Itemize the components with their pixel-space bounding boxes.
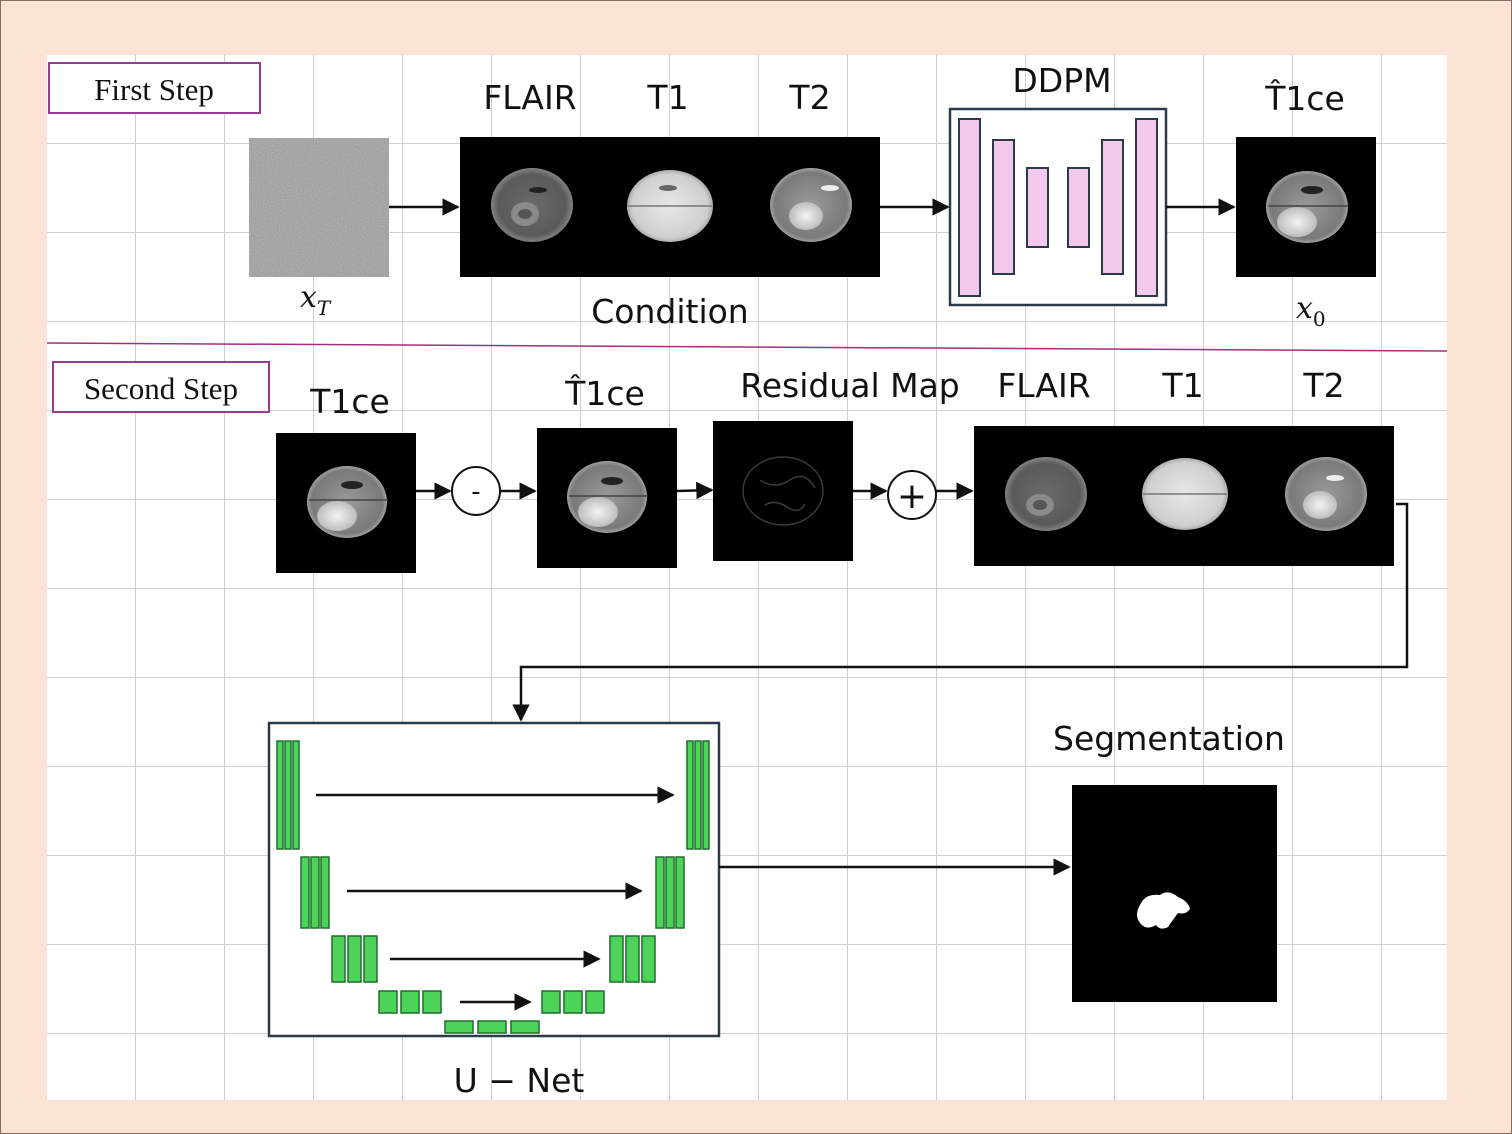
ddpm-block: [958, 118, 981, 297]
unet-block: [292, 740, 300, 850]
modality-flair-brain: [1005, 457, 1087, 531]
condition-t1-brain: [627, 170, 713, 242]
unet-block: [541, 990, 561, 1014]
unet-blocks: [276, 740, 710, 1034]
ddpm-block: [1101, 139, 1124, 275]
unet-block: [300, 856, 310, 929]
unet-block: [675, 856, 685, 929]
unet-skip-connections: [316, 786, 675, 1011]
residual-map-label: Residual Map: [740, 366, 960, 405]
second-step-label: Second Step: [84, 371, 238, 406]
ddpm-blocks: [958, 118, 1158, 297]
unet-block: [585, 990, 605, 1014]
unet-block: [400, 990, 420, 1014]
unet-block: [563, 990, 583, 1014]
unet-block: [284, 740, 292, 850]
minus-symbol: -: [471, 477, 480, 507]
condition-flair-label: FLAIR: [483, 78, 576, 117]
noise-texture: [249, 138, 389, 277]
unet-block: [702, 740, 710, 850]
unet-block: [331, 935, 346, 983]
unet-block: [477, 1020, 507, 1034]
second-step-section: Second Step T1ce - T̂1ce Residual Map: [52, 361, 1409, 1100]
unet-block: [655, 856, 665, 929]
modality-t1-label: T1: [1161, 366, 1203, 405]
modality-t1-brain: [1142, 458, 1228, 530]
plus-symbol: +: [897, 476, 927, 517]
generated-brain: [567, 461, 648, 533]
condition-flair-brain: [491, 168, 573, 242]
unet-block: [609, 935, 624, 983]
ddpm-block: [1026, 167, 1049, 248]
modality-t2-brain: [1285, 457, 1367, 531]
unet-block: [276, 740, 284, 850]
ddpm-block: [992, 139, 1015, 275]
first-step-label: First Step: [94, 72, 214, 107]
unet-block: [444, 1020, 474, 1034]
second-step-box: [52, 361, 270, 413]
unet-block: [378, 990, 398, 1014]
arrow-generated-to-residual: [676, 481, 714, 500]
unet-block: [641, 935, 656, 983]
unet-block: [665, 856, 675, 929]
residual-map-image: [713, 421, 853, 561]
plus-operator: [887, 470, 937, 520]
input-t1ce-label: T1ce: [309, 382, 390, 421]
ddpm-block: [1067, 167, 1090, 248]
segmentation-image: [1072, 785, 1277, 1002]
input-t1ce-brain: [307, 466, 388, 538]
generated-t1ce-label: T̂1ce: [1264, 78, 1345, 118]
step-divider: [46, 342, 1448, 352]
unet-block: [310, 856, 320, 929]
condition-label: Condition: [591, 292, 748, 331]
unet-block: [320, 856, 330, 929]
unet-block: [694, 740, 702, 850]
unet-box: [267, 721, 721, 1038]
segmentation-label: Segmentation: [1053, 719, 1285, 758]
condition-t2-brain: [770, 168, 852, 242]
ddpm-box: [948, 107, 1168, 307]
output-variable: x0: [1296, 291, 1326, 331]
segmentation-mask: [1137, 892, 1190, 929]
unet-block: [686, 740, 694, 850]
condition-t2-label: T2: [788, 78, 830, 117]
residual-map-texture: [742, 456, 824, 526]
modality-flair-label: FLAIR: [997, 366, 1090, 405]
arrow-modalities-to-unet: [512, 502, 1409, 722]
generated-label: T̂1ce: [564, 373, 645, 413]
unet-block: [510, 1020, 540, 1034]
noise-variable: xT: [300, 280, 332, 320]
modality-t2-label: T2: [1302, 366, 1344, 405]
unet-block: [363, 935, 378, 983]
ddpm-label: DDPM: [1012, 61, 1111, 100]
generated-t1ce-brain: [1266, 171, 1348, 243]
unet-label: U − Net: [454, 1061, 585, 1100]
unet-block: [625, 935, 640, 983]
condition-t1-label: T1: [646, 78, 688, 117]
first-step-box: [48, 62, 261, 114]
ddpm-block: [1135, 118, 1158, 297]
unet-block: [347, 935, 362, 983]
first-step-section: First Step xT FLAIR T1 T2 Condition: [48, 61, 1376, 331]
unet-block: [422, 990, 442, 1014]
